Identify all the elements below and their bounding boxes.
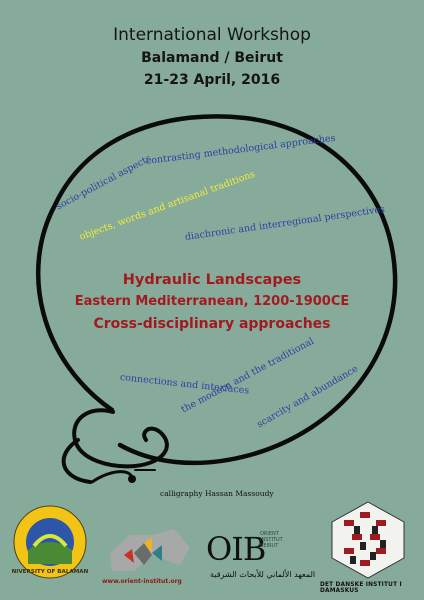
- orient-institut-logo: [110, 529, 190, 571]
- workshop-heading: International Workshop: [113, 25, 311, 45]
- oib-subtitle: ORIENT INSTITUT BEIRUT: [260, 531, 283, 549]
- balamand-logo: UNIVERSITY OF BALAMAND: [12, 505, 88, 579]
- svg-text:UNIVERSITY OF BALAMAND: UNIVERSITY OF BALAMAND: [12, 569, 88, 575]
- oib-letters: OIB: [206, 530, 266, 568]
- title-line1: Hydraulic Landscapes: [122, 272, 302, 288]
- title-line2: Eastern Mediterranean, 1200-1900CE: [74, 294, 350, 309]
- workshop-dates: 21-23 April, 2016: [143, 72, 281, 88]
- danish-institute-logo: [331, 501, 405, 579]
- calligraphy-credit: calligraphy Hassan Massoudy: [160, 489, 274, 498]
- orient-institut-url: www.orient-institut.org: [102, 578, 182, 585]
- danish-institute-name: DET DANSKE INSTITUT I DAMASKUS: [320, 582, 402, 594]
- workshop-location: Balamand / Beirut: [141, 50, 283, 66]
- title-line3: Cross-disciplinary approaches: [93, 316, 331, 332]
- oib-arabic-name: المعهد الألماني للأبحاث الشرقية: [210, 570, 316, 579]
